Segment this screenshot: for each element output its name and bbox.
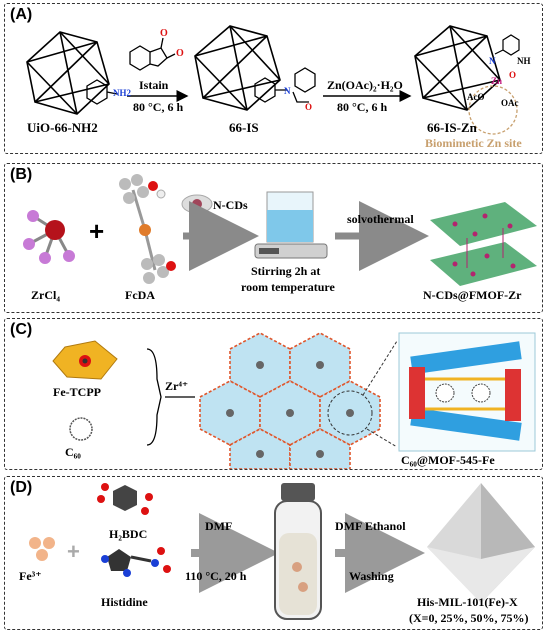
nh2-group-label: NH2 xyxy=(113,88,131,98)
condition-1: 80 °C, 6 h xyxy=(133,100,184,114)
mof-polyhedron-3 xyxy=(414,25,501,111)
mof-545-framework xyxy=(199,332,381,469)
panel-c-drawing xyxy=(52,332,536,469)
dmf-ethanol-label: DMF Ethanol xyxy=(335,519,406,533)
condition-label: 110 °C, 20 h xyxy=(185,569,247,583)
beaker-stirrer xyxy=(254,191,328,259)
panel-c-label: (C) xyxy=(10,321,33,338)
atom-aco: AcO xyxy=(467,92,485,102)
svg-text:O: O xyxy=(160,28,168,39)
n-cds-fmof-zr-label: N-CDs@FMOF-Zr xyxy=(423,288,522,302)
panel-a-label: (A) xyxy=(10,6,33,23)
ncds-label: N-CDs xyxy=(213,198,248,212)
atom-n: N xyxy=(489,56,496,66)
svg-text:O: O xyxy=(305,102,312,112)
atom-oac: OAc xyxy=(501,98,519,108)
zoom-circle xyxy=(327,390,373,436)
histidine-molecule xyxy=(101,547,171,577)
reactant-brace xyxy=(146,348,162,446)
atom-o: O xyxy=(509,70,517,80)
zrcl4-molecule xyxy=(23,210,75,264)
n-cds-fmof-zr-film xyxy=(430,202,537,286)
panel-b-drawing: + xyxy=(23,174,537,286)
mof-polyhedron-1 xyxy=(26,31,110,115)
zr4-label: Zr⁴⁺ xyxy=(165,379,189,393)
reagent-zinc-acetate: Zn(OAc)₂·H₂O xyxy=(327,78,403,92)
stirring-line-1: Stirring 2h at xyxy=(251,264,321,278)
panel-d-drawing: + xyxy=(29,483,535,620)
fe-tcpp-label: Fe-TCPP xyxy=(53,385,101,399)
66-is-label: 66-IS xyxy=(229,120,259,135)
his-mil-101-x-values: (X=0, 25%, 50%, 75%) xyxy=(409,611,529,625)
reaction-vial xyxy=(274,483,322,620)
biomimetic-zn-site-circle xyxy=(468,85,518,135)
fcda-label: FcDA xyxy=(125,288,155,302)
aniline-ring-1 xyxy=(86,79,118,105)
stirring-line-2: room temperature xyxy=(241,280,335,294)
fe3-label: Fe³⁺ xyxy=(19,569,42,583)
h2bdc-molecule xyxy=(97,483,153,515)
panel-c: (C) Fe-TCPP C₆₀ Zr⁴⁺ C₆₀@MOF-545-Fe xyxy=(4,318,543,470)
uio-66-nh2-label: UiO-66-NH2 xyxy=(27,120,98,135)
h2bdc-label: H₂BDC xyxy=(109,527,148,541)
panel-b: + xyxy=(4,163,543,313)
fe3-ions xyxy=(29,537,55,561)
reagent-istain: Istain xyxy=(139,78,169,92)
his-mil-101-label: His-MIL-101(Fe)-X xyxy=(417,595,518,609)
atom-nh: NH xyxy=(517,56,531,66)
fcda-molecule xyxy=(119,174,176,284)
isatin-structure xyxy=(129,37,176,71)
solvothermal-label: solvothermal xyxy=(347,212,414,226)
c60-guests xyxy=(226,361,354,458)
washing-label: Washing xyxy=(349,569,394,583)
atom-zn: Zn xyxy=(491,76,503,86)
fe-tcpp-molecule xyxy=(52,340,118,380)
channel-structure xyxy=(409,341,522,441)
panel-b-label: (B) xyxy=(10,166,33,183)
biomimetic-zn-site-label: Biomimetic Zn site xyxy=(425,136,522,150)
c60-mof-545-fe-label: C₆₀@MOF-545-Fe xyxy=(401,453,495,467)
panel-a-drawing: O O N O xyxy=(26,25,520,135)
svg-text:O: O xyxy=(176,48,184,59)
panel-d-label: (D) xyxy=(10,479,33,496)
histidine-label: Histidine xyxy=(101,595,148,609)
his-mil-101-octahedron xyxy=(427,483,535,603)
svg-text:N: N xyxy=(284,86,291,96)
c60-ball xyxy=(69,417,93,441)
panel-a: O O N O (A xyxy=(4,3,543,154)
imine-linker xyxy=(254,67,316,103)
mof-polyhedron-2 xyxy=(194,25,281,111)
dmf-label: DMF xyxy=(205,519,233,533)
zrcl4-label: ZrCl₄ xyxy=(31,288,60,302)
66-is-zn-label: 66-IS-Zn xyxy=(427,120,477,135)
zn-complex xyxy=(494,34,520,56)
condition-2: 80 °C, 6 h xyxy=(337,100,388,114)
panel-d: + (D) Fe xyxy=(4,476,543,630)
plus-sign: + xyxy=(89,216,104,246)
plus-sign-d: + xyxy=(67,539,80,564)
c60-label: C₆₀ xyxy=(65,445,81,459)
